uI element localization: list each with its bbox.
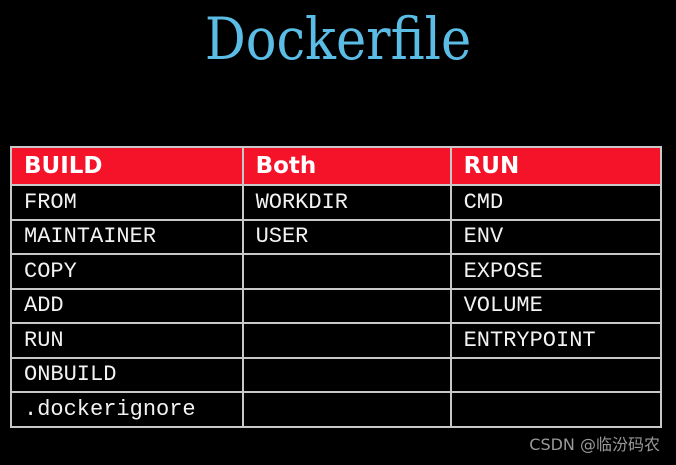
table-row: RUN ENTRYPOINT bbox=[10, 322, 663, 359]
cell-both bbox=[241, 253, 452, 290]
table-row: .dockerignore bbox=[10, 391, 663, 428]
cell-build: .dockerignore bbox=[10, 391, 244, 428]
cell-run: ENV bbox=[449, 218, 663, 255]
dockerfile-instruction-table: BUILD Both RUN FROM WORKDIR CMD MAINTAIN… bbox=[10, 146, 663, 428]
cell-both bbox=[241, 287, 452, 324]
cell-both bbox=[241, 322, 452, 359]
cell-both bbox=[241, 356, 452, 393]
cell-build: ONBUILD bbox=[10, 356, 244, 393]
header-run: RUN bbox=[449, 146, 663, 186]
cell-run bbox=[449, 356, 663, 393]
header-both: Both bbox=[241, 146, 452, 186]
cell-run: EXPOSE bbox=[449, 253, 663, 290]
header-row: BUILD Both RUN bbox=[10, 146, 663, 186]
table-row: MAINTAINER USER ENV bbox=[10, 218, 663, 255]
table-row: FROM WORKDIR CMD bbox=[10, 184, 663, 221]
cell-build: FROM bbox=[10, 184, 244, 221]
cell-run: ENTRYPOINT bbox=[449, 322, 663, 359]
cell-build: COPY bbox=[10, 253, 244, 290]
watermark: CSDN @临汾码农 bbox=[529, 435, 660, 454]
table-row: ADD VOLUME bbox=[10, 287, 663, 324]
cell-run: VOLUME bbox=[449, 287, 663, 324]
cell-build: MAINTAINER bbox=[10, 218, 244, 255]
table-row: COPY EXPOSE bbox=[10, 253, 663, 290]
cell-run: CMD bbox=[449, 184, 663, 221]
table-row: ONBUILD bbox=[10, 356, 663, 393]
cell-both bbox=[241, 391, 452, 428]
cell-build: RUN bbox=[10, 322, 244, 359]
header-build: BUILD bbox=[10, 146, 244, 186]
cell-both: USER bbox=[241, 218, 452, 255]
cell-both: WORKDIR bbox=[241, 184, 452, 221]
page-title: Dockerfile bbox=[204, 5, 472, 73]
cell-build: ADD bbox=[10, 287, 244, 324]
cell-run bbox=[449, 391, 663, 428]
